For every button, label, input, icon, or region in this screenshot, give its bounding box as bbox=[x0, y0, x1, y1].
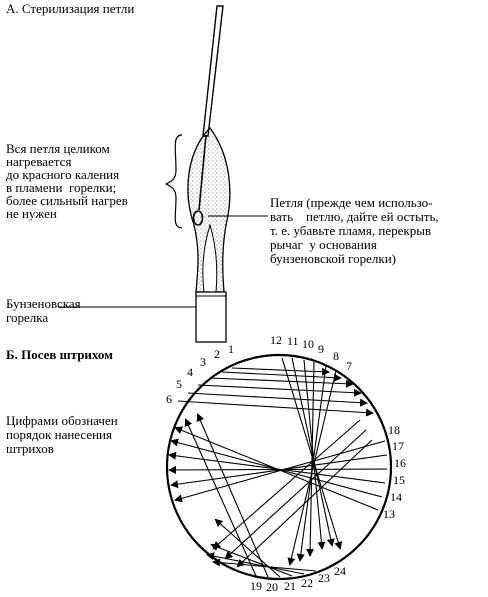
loop-note-line: бунзеновской горелки) bbox=[270, 251, 397, 266]
streak-lines bbox=[168, 357, 388, 578]
heating-note-line: Вся петля целиком bbox=[6, 141, 110, 156]
stroke-number: 15 bbox=[393, 473, 405, 487]
flame-icon bbox=[187, 127, 231, 293]
stroke-number: 4 bbox=[187, 365, 193, 379]
burner-label-line: горелка bbox=[6, 310, 49, 325]
stroke-number: 19 bbox=[250, 579, 262, 593]
stroke-number: 9 bbox=[318, 342, 324, 356]
stroke-number: 7 bbox=[346, 359, 352, 373]
section-b-title: Б. Посев штрихом bbox=[6, 347, 114, 362]
stroke-number: 1 bbox=[228, 342, 234, 356]
order-note-line: порядок нанесения bbox=[6, 427, 112, 442]
stroke-number: 12 bbox=[270, 333, 282, 347]
stroke-number: 23 bbox=[318, 571, 330, 585]
stroke-number: 14 bbox=[390, 490, 402, 504]
stroke-number: 24 bbox=[334, 564, 346, 578]
heating-note-line: не нужен bbox=[6, 206, 57, 221]
stroke-number: 22 bbox=[301, 576, 313, 590]
petri-dish-outline bbox=[165, 353, 393, 581]
stroke-number: 20 bbox=[266, 580, 278, 594]
stroke-number: 10 bbox=[302, 337, 314, 351]
heating-note-line: до красного каления bbox=[6, 167, 120, 182]
loop-note-line: Петля (прежде чем использо- bbox=[270, 195, 433, 210]
section-a-title: А. Стерилизация петли bbox=[6, 1, 135, 16]
stroke-number: 8 bbox=[333, 349, 339, 363]
stroke-number: 16 bbox=[394, 456, 406, 470]
order-note-line: Цифрами обозначен bbox=[6, 413, 118, 428]
loop-note-line: рычаг у основания bbox=[270, 237, 377, 252]
stroke-number: 17 bbox=[392, 439, 404, 453]
stroke-number: 2 bbox=[214, 347, 220, 361]
stroke-number: 11 bbox=[287, 334, 299, 348]
stroke-number: 3 bbox=[200, 355, 206, 369]
stroke-number: 13 bbox=[383, 507, 395, 521]
loop-note-line: т. е. убавьте пламя, перекрыв bbox=[270, 223, 432, 238]
bunsen-burner-icon bbox=[195, 291, 227, 343]
stroke-number: 18 bbox=[388, 423, 400, 437]
heating-brace bbox=[164, 134, 183, 229]
heating-note-line: нагревается bbox=[6, 154, 72, 169]
stroke-number: 21 bbox=[284, 579, 296, 593]
stroke-number: 5 bbox=[176, 377, 182, 391]
loop-note-line: вать петлю, дайте ей остыть, bbox=[270, 209, 439, 224]
heating-note-line: более сильный нагрев bbox=[6, 193, 128, 208]
order-note-line: штрихов bbox=[6, 441, 54, 456]
stroke-number: 6 bbox=[166, 392, 172, 406]
heating-note-line: в пламени горелки; bbox=[6, 180, 117, 195]
